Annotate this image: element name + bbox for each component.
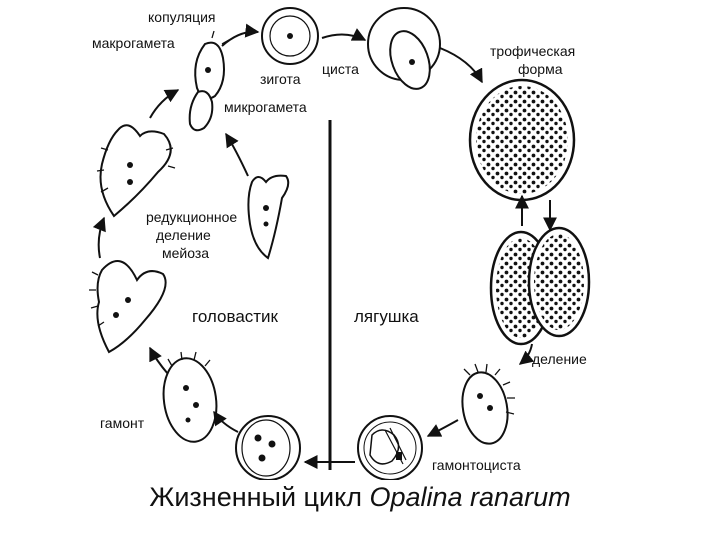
arrow-gametes-to-zygote [221,23,260,47]
arrow-dividing-to-gamontocyst-small [518,343,535,365]
arrow-zygote-to-cyst [321,28,367,41]
arrow-meiosis-to-microgamete [225,132,249,177]
caption-prefix: Жизненный цикл [149,482,370,512]
arrow-heart-upper-to-macro [149,89,180,119]
gamontocyst-small-cell [461,363,515,445]
dividing-cell [489,226,591,346]
label-trophic-1: трофическая [490,43,575,59]
heart-cell-upper [96,124,176,218]
caption-species: Opalina ranarum [369,482,571,512]
caption: Жизненный цикл Opalina ranarum [0,482,720,513]
label-microgamete: микрогамета [224,99,307,115]
label-trophic-2: форма [518,61,563,77]
encysted-gamont-cell [235,415,301,480]
label-reduction-1: редукционное [146,209,237,225]
label-gamontocyst: гамонтоциста [432,457,521,473]
arrow-heart-lower-to-upper [92,216,106,259]
label-cyst: циста [322,61,359,77]
arrow-gamont-to-heart-lower [149,346,169,375]
label-macrogamete: макрогамета [92,35,175,51]
label-gamont: гамонт [100,415,145,431]
label-frog: лягушка [354,307,419,326]
heart-cell-lower [89,260,167,354]
label-division: деление [532,351,587,367]
label-reduction-2: деление [156,227,211,243]
arrow-small-to-gamontocyst [426,419,459,437]
macrogamete-cell [194,30,230,100]
microgamete-cell [188,90,214,132]
gamontocyst-cell [357,415,423,480]
zygote-cell [261,7,319,65]
label-reduction-3: мейоза [162,245,209,261]
trophic-form-cell [468,78,576,202]
label-zygote: зигота [260,71,301,87]
label-tadpole: головастик [192,307,279,326]
life-cycle-diagram: копуляция макрогамета зигота циста трофи… [89,7,591,480]
cyst-cell [367,7,441,90]
gamont-cell [162,351,218,443]
label-copulation: копуляция [148,9,216,25]
arrow-cyst-to-trophic [439,47,483,84]
meiosis-cell [247,174,290,260]
arrow-encysted-to-gamont [213,410,239,433]
